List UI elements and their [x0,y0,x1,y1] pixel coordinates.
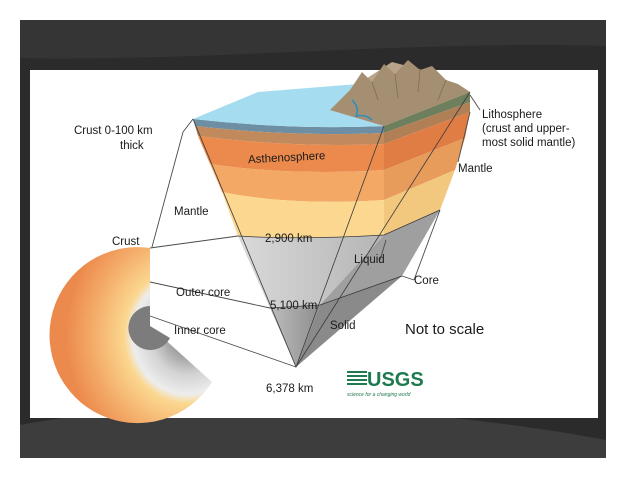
depth-5100-label: 5,100 km [270,300,317,312]
asthenosphere-label: Asthenosphere [248,150,326,166]
inner-core-label: Inner core [174,325,226,337]
hemisphere-cross-section [49,247,212,424]
usgs-logo-text: USGS [367,369,424,391]
surface-top [193,60,470,128]
uppermost-mantle-band [195,126,384,145]
outer-core-label: Outer core [176,287,230,299]
usgs-logo: USGS science for a changing world [347,369,424,398]
mountain-ridge [330,60,470,126]
crust-label: Crust [112,236,140,248]
crust-thickness-label-line1: Crust 0-100 km [74,125,153,137]
depth-2900-label: 2,900 km [265,233,312,245]
liquid-label: Liquid [354,254,385,266]
solid-label: Solid [330,320,356,332]
usgs-wave-icon [347,371,367,385]
hemisphere-inner-core [128,306,170,350]
wedge-front-face [193,119,384,367]
mantle-left-label: Mantle [174,206,209,218]
lithosphere-label-line1: Lithosphere [482,109,542,121]
upper-mantle-band [210,164,384,202]
lower-mantle-band [222,192,384,238]
asthenosphere-band [198,136,384,172]
outer-core-front [238,235,384,308]
leader-lines [149,94,481,368]
lithosphere-label-line3: most solid mantle) [482,137,575,149]
inner-core-front [270,305,320,367]
core-label: Core [414,275,439,287]
lithosphere-label-line2: (crust and upper- [482,123,570,135]
ocean-surface [193,84,384,128]
not-to-scale-label: Not to scale [405,321,484,338]
river [351,99,373,121]
crust-thickness-label-line2: thick [120,140,144,152]
mantle-right-label: Mantle [458,163,493,175]
usgs-tagline: science for a changing world [347,392,411,398]
depth-6378-label: 6,378 km [266,383,313,395]
crust-band [193,119,384,135]
